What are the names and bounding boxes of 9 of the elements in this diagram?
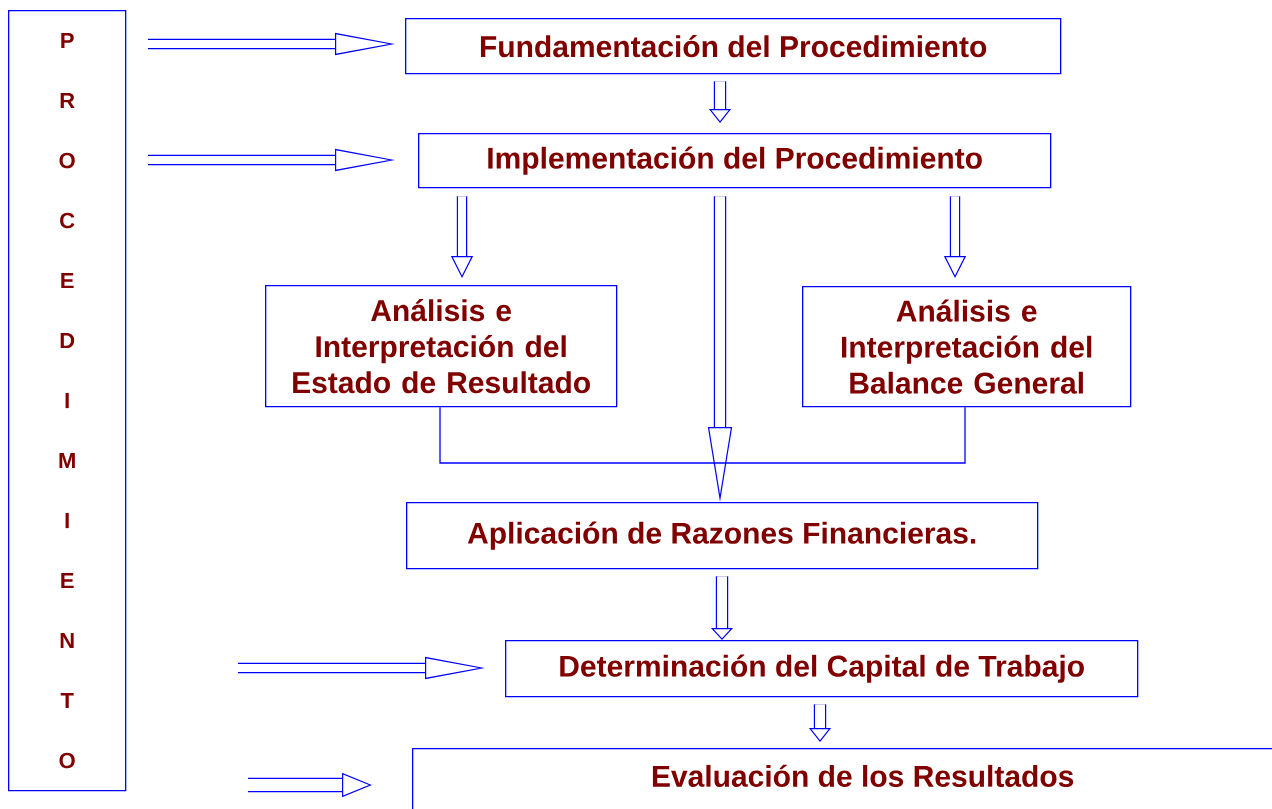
- process-box: Determinación del Capital de Trabajo: [505, 640, 1139, 698]
- process-box: Análisis e Interpretación del Estado de Resultado: [265, 285, 618, 408]
- process-box: Aplicación de Razones Financieras.: [406, 502, 1039, 570]
- process-box: Implementación del Procedimiento: [418, 133, 1052, 189]
- process-box: Evaluación de los Resultados: [412, 748, 1272, 809]
- vertical-label-box: P R O C E D I M I E N T O: [8, 10, 127, 792]
- process-box: Fundamentación del Procedimiento: [405, 18, 1062, 75]
- connector-line: [439, 406, 966, 464]
- process-box: Análisis e Interpretación del Balance General: [802, 286, 1132, 408]
